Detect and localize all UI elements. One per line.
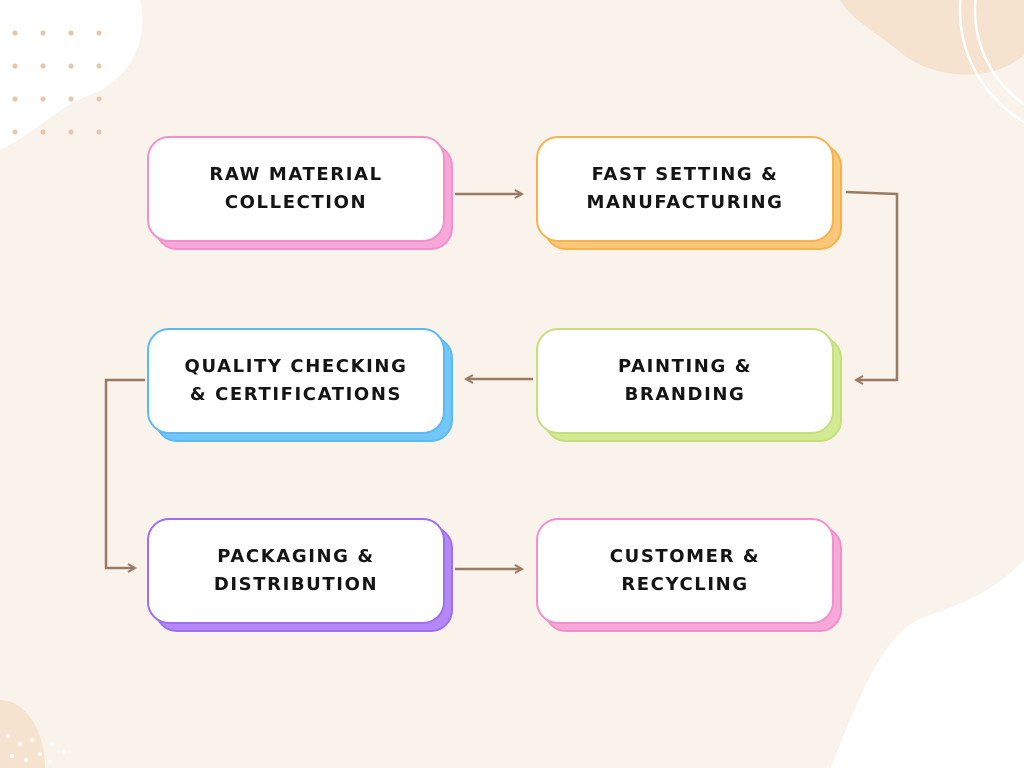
step-customer-recycling: CUSTOMER & RECYCLING xyxy=(536,518,842,632)
bottom-left-blob xyxy=(0,700,45,768)
step-painting-branding: PAINTING & BRANDING xyxy=(536,328,842,442)
step-label: QUALITY CHECKING & CERTIFICATIONS xyxy=(184,356,408,405)
step-fast-setting-manufacturing: FAST SETTING & MANUFACTURING xyxy=(536,136,842,250)
step-raw-material-collection: RAW MATERIAL COLLECTION xyxy=(147,136,453,250)
arrow-fast-to-painting xyxy=(845,190,899,380)
top-left-dots xyxy=(12,30,102,135)
step-label: PACKAGING & DISTRIBUTION xyxy=(213,546,379,595)
step-card: PACKAGING & DISTRIBUTION xyxy=(147,518,445,624)
arrow-quality-to-packaging xyxy=(104,378,145,568)
step-label: FAST SETTING & MANUFACTURING xyxy=(586,164,784,213)
step-label: PAINTING & BRANDING xyxy=(617,356,752,405)
step-card: PAINTING & BRANDING xyxy=(536,328,834,434)
step-packaging-distribution: PACKAGING & DISTRIBUTION xyxy=(147,518,453,632)
step-card: RAW MATERIAL COLLECTION xyxy=(147,136,445,242)
bottom-left-dots xyxy=(6,734,66,764)
step-card: FAST SETTING & MANUFACTURING xyxy=(536,136,834,242)
bottom-right-blob xyxy=(830,560,1024,768)
step-quality-checking-certifications: QUALITY CHECKING & CERTIFICATIONS xyxy=(147,328,453,442)
top-right-blob xyxy=(840,0,1024,75)
step-card: QUALITY CHECKING & CERTIFICATIONS xyxy=(147,328,445,434)
top-right-rings xyxy=(958,0,1024,124)
step-card: CUSTOMER & RECYCLING xyxy=(536,518,834,624)
step-label: RAW MATERIAL COLLECTION xyxy=(209,164,383,213)
step-label: CUSTOMER & RECYCLING xyxy=(609,546,761,595)
top-left-blob xyxy=(0,0,143,150)
